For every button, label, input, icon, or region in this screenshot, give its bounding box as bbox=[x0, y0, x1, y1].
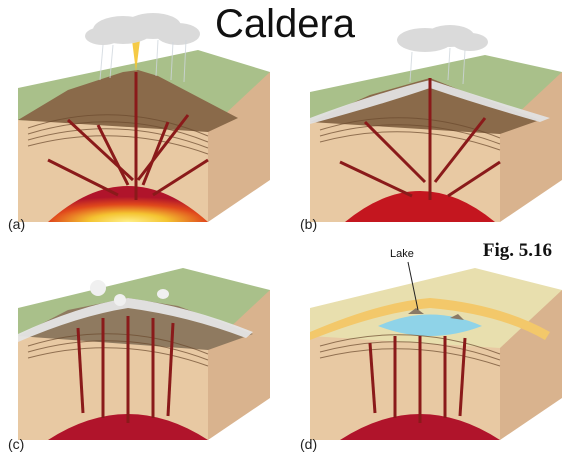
panel-a-label: (a) bbox=[8, 216, 26, 232]
magma-chamber bbox=[48, 414, 208, 440]
ash-cloud bbox=[397, 25, 488, 52]
block-right-face bbox=[208, 290, 270, 440]
magma-chamber bbox=[48, 186, 208, 222]
lake-pointer bbox=[407, 261, 419, 311]
block-front-face bbox=[310, 336, 500, 440]
ash-cover bbox=[18, 298, 253, 342]
ash-cover bbox=[310, 80, 550, 124]
panel-b-label: (b) bbox=[300, 216, 318, 232]
block-right-face bbox=[208, 72, 270, 222]
rim bbox=[310, 298, 550, 340]
crater-lake bbox=[378, 314, 482, 336]
block-right-face bbox=[500, 72, 562, 222]
magma-chamber bbox=[340, 414, 500, 440]
panel-a-diagram bbox=[18, 13, 270, 222]
eruption-column bbox=[132, 40, 140, 72]
figure-label: Fig. 5.16 bbox=[482, 240, 552, 261]
panel-c-label: (c) bbox=[8, 436, 25, 452]
diagram-title: Caldera bbox=[214, 2, 356, 46]
lake-label: Lake bbox=[390, 248, 414, 260]
panel-b-diagram bbox=[310, 25, 562, 222]
magma-chamber bbox=[345, 191, 495, 222]
ash-cloud bbox=[85, 13, 200, 45]
block-front-face bbox=[310, 120, 500, 222]
panel-d-label: (d) bbox=[300, 436, 318, 452]
volcano-cone bbox=[18, 70, 238, 132]
panel-d-diagram bbox=[310, 261, 562, 440]
panel-c-diagram bbox=[18, 268, 270, 440]
block-right-face bbox=[500, 290, 562, 440]
block-front-face bbox=[18, 336, 208, 440]
